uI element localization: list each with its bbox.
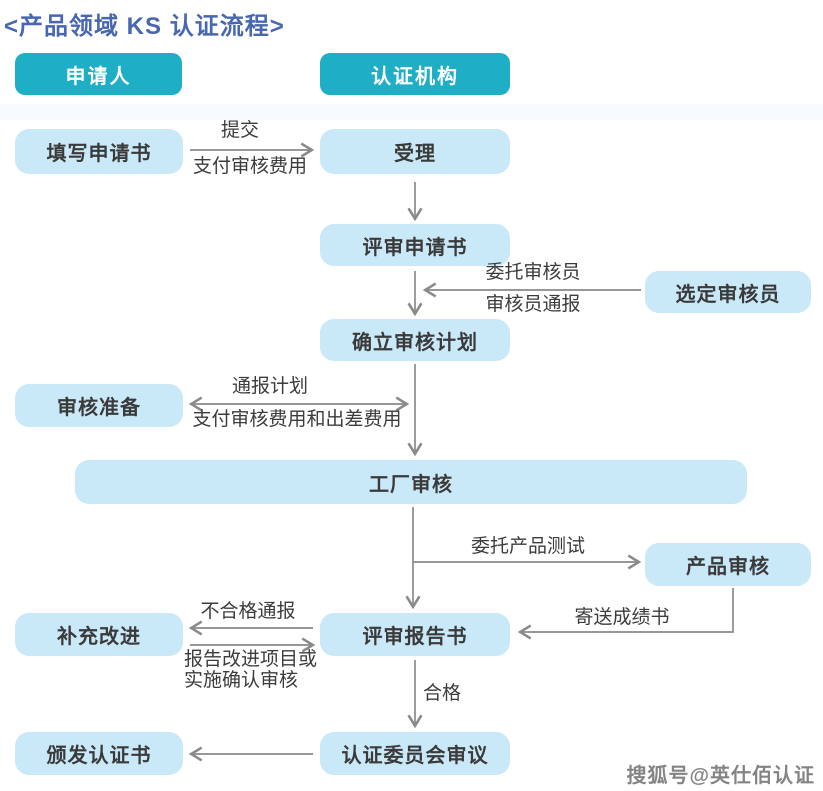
background-stripe: [0, 104, 823, 120]
node-review-application: 评审申请书: [320, 224, 510, 266]
edge-label-nonconforming-notification: 不合格通报: [200, 601, 296, 622]
page-title: <产品领域 KS 认证流程>: [4, 13, 285, 40]
edge-label-pay-audit-fee: 支付审核费用: [192, 156, 308, 177]
edge-label-auditor-notification: 审核员通报: [485, 294, 581, 315]
node-supplement-improvement: 补充改进: [15, 613, 183, 656]
node-select-auditor: 选定审核员: [645, 271, 811, 313]
lane-header-cert-body: 认证机构: [320, 53, 510, 95]
edge-label-notify-plan: 通报计划: [231, 376, 309, 397]
node-audit-preparation: 审核准备: [15, 384, 183, 427]
node-fill-application: 填写申请书: [15, 129, 183, 174]
node-product-audit: 产品审核: [645, 543, 811, 586]
edge-label-report-improvement-line1: 报告改进项目或: [184, 649, 318, 670]
edge-label-send-score-report: 寄送成绩书: [574, 607, 670, 628]
node-review-report: 评审报告书: [320, 613, 510, 656]
node-issue-certificate: 颁发认证书: [15, 732, 183, 775]
edge-label-pay-audit-and-travel-fee: 支付审核费用和出差费用: [192, 409, 402, 430]
node-factory-audit: 工厂审核: [75, 460, 747, 504]
edge-label-report-improvement-line2: 实施确认审核: [184, 670, 299, 691]
node-accept: 受理: [320, 129, 510, 174]
node-committee-deliberation: 认证委员会审议: [320, 732, 510, 775]
lane-header-applicant: 申请人: [15, 53, 182, 95]
edge-label-submit: 提交: [220, 120, 260, 141]
watermark: 搜狐号@英仕佰认证: [626, 765, 815, 787]
node-establish-audit-plan: 确立审核计划: [320, 319, 510, 361]
edge-label-qualified: 合格: [423, 683, 462, 704]
edge-label-entrust-product-test: 委托产品测试: [470, 536, 586, 557]
edge-label-entrust-auditor: 委托审核员: [485, 262, 581, 283]
